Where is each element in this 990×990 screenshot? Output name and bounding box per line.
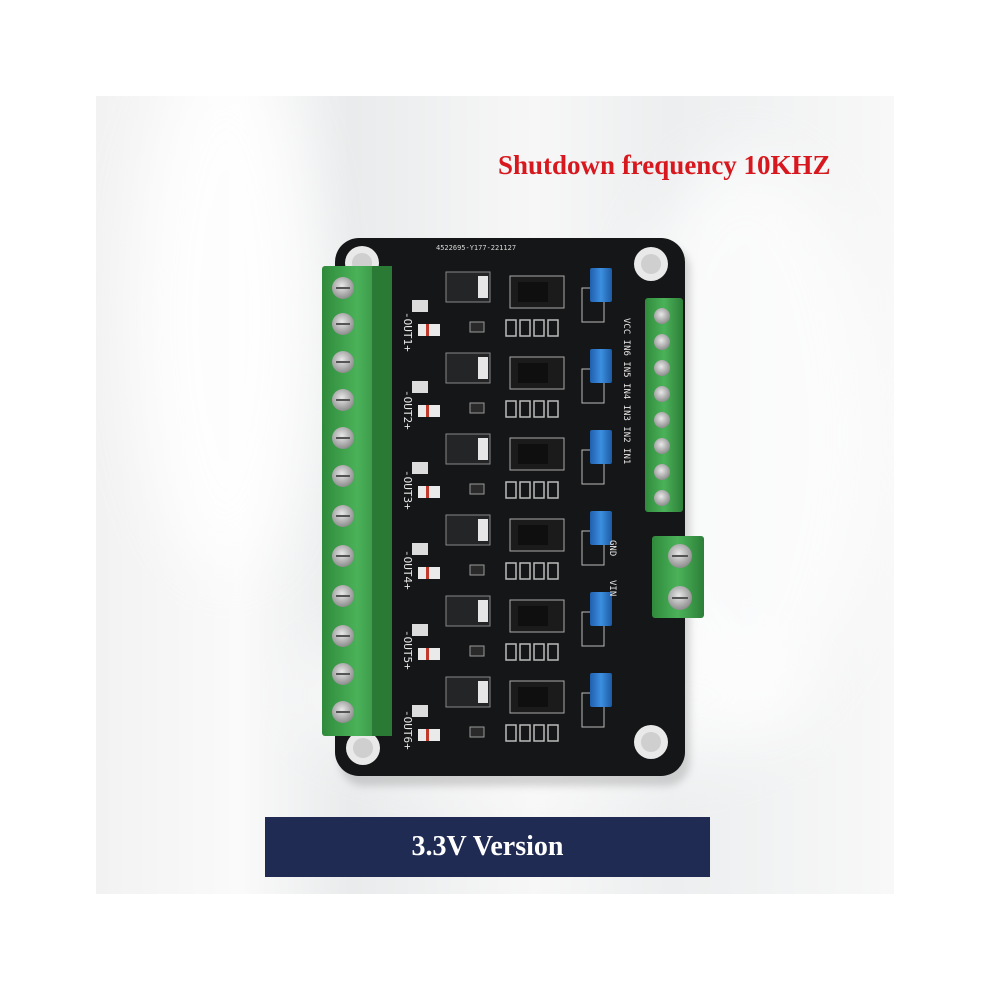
out3-label: -OUT3+ [401,470,414,510]
jumper-cap [590,430,612,464]
gnd-label: GND [607,540,617,556]
transistor [469,645,485,657]
resistor [547,724,559,742]
mosfet-tab [412,705,428,717]
out5-label: -OUT5+ [401,630,414,670]
mosfet-label-pad [478,438,488,460]
mosfet-label-pad [478,519,488,541]
resistor [533,319,545,337]
resistor [547,400,559,418]
shutdown-frequency-headline: Shutdown frequency 10KHZ [498,150,831,180]
resistor [547,319,559,337]
resistor [533,724,545,742]
resistor [519,562,531,580]
resistor [519,400,531,418]
board-serial: 4522695-Y177-221127 [436,244,516,252]
mosfet-label-pad [478,357,488,379]
vin-label: VIN [607,580,617,596]
output-labels: -OUT1+ -OUT2+ -OUT3+ -OUT4+ -OUT5+ -OUT6… [401,312,414,750]
mosfet-tab [412,462,428,474]
jumper-cap [590,511,612,545]
channel-2 [412,349,612,418]
out2-label: -OUT2+ [401,390,414,430]
resistor [533,400,545,418]
channel-1 [412,268,612,337]
resistor [505,562,517,580]
resistor [505,724,517,742]
input-terminal-strip [645,298,683,512]
mosfet-tab [412,543,428,555]
out1-label: -OUT1+ [401,312,414,352]
resistor [533,643,545,661]
resistor [519,643,531,661]
mosfet-tab [412,381,428,393]
mounting-holes [345,246,668,765]
mosfet-label-pad [478,681,488,703]
resistor [547,481,559,499]
resistor [505,643,517,661]
mosfet-channels [412,268,612,742]
resistor [547,643,559,661]
transistor [469,564,485,576]
channel-6 [412,673,612,742]
jumper-cap [590,592,612,626]
jumper-cap [590,349,612,383]
output-terminal-strip [322,266,392,736]
power-terminal [652,536,704,618]
mosfet-tab [412,624,428,636]
resistor [533,481,545,499]
channel-3 [412,430,612,499]
jumper-cap [590,673,612,707]
resistor [505,400,517,418]
resistor [547,562,559,580]
resistor [533,562,545,580]
mosfet-label-pad [478,600,488,622]
transistor [469,321,485,333]
mosfet-label-pad [478,276,488,298]
resistor [519,481,531,499]
channel-4 [412,511,612,580]
out6-label: -OUT6+ [401,710,414,750]
resistor [505,481,517,499]
input-header-label: VCC IN6 IN5 IN4 IN3 IN2 IN1 [621,318,631,464]
transistor [469,483,485,495]
version-caption: 3.3V Version [265,817,710,877]
mosfet-tab [412,300,428,312]
resistor [505,319,517,337]
jumper-cap [590,268,612,302]
transistor [469,402,485,414]
resistor [519,724,531,742]
channel-5 [412,592,612,661]
transistor [469,726,485,738]
out4-label: -OUT4+ [401,550,414,590]
resistor [519,319,531,337]
